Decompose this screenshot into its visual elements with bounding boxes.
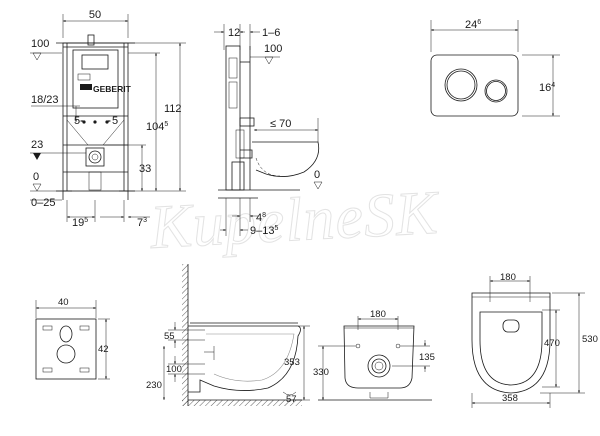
bowl-side-view: 55 100 230 353 57 — [146, 264, 310, 406]
frame-height-104: 104 — [146, 121, 164, 133]
frame-bottom-7: 7 — [137, 217, 143, 229]
watermark-text: KupelneSK — [148, 179, 443, 262]
top-dim-530: 530 — [582, 334, 598, 345]
top-dim-470: 470 — [544, 338, 560, 349]
plate-height-sup: 4 — [551, 82, 555, 89]
svg-text:164: 164 — [539, 82, 555, 94]
rear-dim-180: 180 — [370, 309, 386, 320]
frame-level-0: 0 — [33, 171, 39, 183]
bowl-top-view: 180 470 530 358 — [471, 272, 598, 408]
side-range-9-13-sup: 5 — [274, 225, 278, 232]
frame-offset-right: 5 — [112, 115, 118, 127]
svg-text:9–135: 9–135 — [250, 225, 278, 237]
flush-plate-view: 246 164 — [430, 19, 560, 117]
bracket-width: 40 — [58, 297, 69, 308]
frame-bottom-7-sup: 3 — [143, 217, 147, 224]
bowl-side-dim-100: 100 — [166, 364, 182, 375]
frame-bottom-19-sup: 5 — [84, 217, 88, 224]
bowl-side-dim-353: 353 — [284, 357, 300, 368]
frame-offset-left: 5 — [74, 115, 80, 127]
frame-height-112: 112 — [164, 103, 182, 115]
bracket-height: 42 — [98, 344, 109, 355]
frame-front-view: 50 GEBERIT 100 — [30, 9, 186, 229]
svg-text:48: 48 — [256, 212, 266, 224]
frame-bottom-19: 19 — [72, 217, 84, 229]
mounting-bracket-view: 40 42 — [35, 297, 110, 380]
rear-dim-135: 135 — [419, 352, 435, 363]
side-dim-4-sup: 8 — [262, 212, 266, 219]
frame-width-label: 50 — [89, 9, 101, 21]
plate-width: 24 — [465, 19, 477, 31]
top-dim-180: 180 — [500, 272, 516, 283]
side-reach-70: ≤ 70 — [270, 118, 291, 130]
frame-height-104-sup: 5 — [164, 121, 168, 128]
plate-height: 16 — [539, 82, 551, 94]
svg-text:195: 195 — [72, 217, 88, 229]
frame-range-0-25: 0–25 — [31, 197, 55, 209]
svg-text:246: 246 — [465, 19, 481, 31]
bowl-side-dim-230: 230 — [146, 380, 162, 391]
side-level-100: 100 — [264, 43, 282, 55]
svg-text:73: 73 — [137, 217, 147, 229]
side-range-9-13: 9–13 — [250, 225, 274, 237]
plate-width-sup: 6 — [477, 19, 481, 26]
svg-text:1045: 1045 — [146, 121, 168, 133]
side-range-1-6: 1–6 — [262, 27, 280, 39]
frame-level-100: 100 — [31, 38, 49, 50]
frame-side-view: 12 1–6 100 ≤ 70 0 48 — [214, 24, 323, 237]
rear-dim-330: 330 — [313, 367, 329, 378]
frame-level-23: 23 — [31, 139, 43, 151]
side-level-0: 0 — [314, 169, 320, 181]
frame-height-33: 33 — [139, 163, 151, 175]
bowl-rear-view: 180 135 330 — [313, 309, 435, 401]
bowl-side-dim-55: 55 — [164, 331, 175, 342]
bowl-side-dim-57: 57 — [286, 394, 297, 405]
top-dim-358: 358 — [502, 393, 518, 404]
frame-level-18-23: 18/23 — [31, 94, 59, 106]
svg-text:GEBERIT: GEBERIT — [93, 84, 132, 94]
side-dim-4: 4 — [256, 212, 262, 224]
side-depth-12: 12 — [228, 27, 240, 39]
